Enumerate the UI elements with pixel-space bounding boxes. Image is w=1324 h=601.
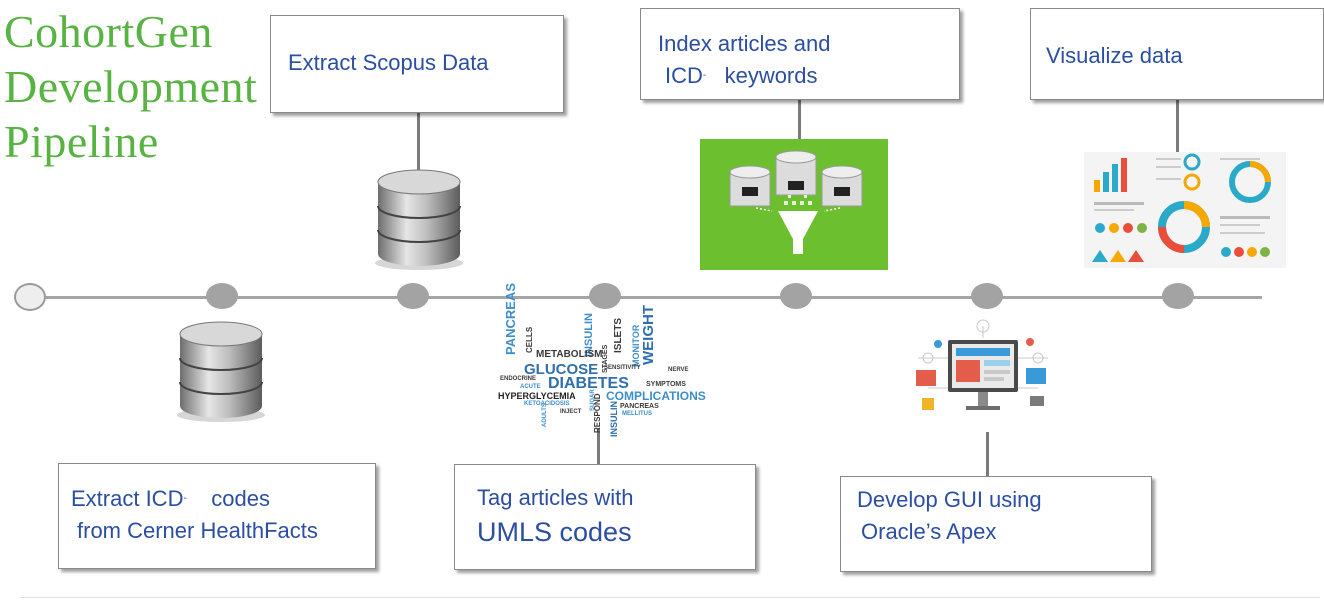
- step-index-line-1: Index articles and: [658, 31, 831, 56]
- cloud-word: INSULIN: [609, 401, 619, 437]
- timeline-node-5: [971, 283, 1003, 309]
- step-develop-gui: Develop GUI using Oracle’s Apex: [840, 476, 1152, 572]
- cloud-word: METABOLISM: [536, 349, 603, 360]
- cloud-word: COMPLICATIONS: [606, 389, 706, 403]
- title-line-1: CohortGen: [4, 6, 213, 57]
- step-extract-icd: Extract ICD- codes from Cerner HealthFac…: [58, 463, 376, 569]
- cloud-word: SYMPTOMS: [646, 381, 686, 388]
- step-visualize: Visualize data: [1030, 8, 1324, 100]
- title-line-2: Development: [4, 61, 258, 112]
- timeline-node-1: [206, 283, 238, 309]
- cloud-word: MELLITUS: [622, 411, 652, 417]
- timeline-node-2: [397, 283, 429, 309]
- cloud-word: ACUTE: [520, 384, 541, 390]
- timeline-node-6: [1162, 283, 1194, 309]
- cloud-word: WEIGHT: [640, 305, 657, 365]
- computer-gui-icon: [916, 319, 1048, 410]
- step-index-keywords: keywords: [724, 63, 818, 88]
- connector-scopus: [417, 112, 420, 172]
- cloud-word: ADULTS: [542, 403, 548, 427]
- step-tag-line-1: Tag articles with: [477, 485, 634, 510]
- step-icd-line-1: Extract ICD- codes: [71, 484, 270, 513]
- database-filter-icon: [700, 139, 888, 270]
- cloud-word: ISLETS: [613, 317, 624, 353]
- cloud-word: CELLS: [525, 326, 534, 353]
- step-tag-line-2: UMLS codes: [477, 517, 632, 547]
- step-extract-scopus-label: Extract Scopus Data: [288, 50, 489, 75]
- connector-index: [798, 97, 801, 139]
- connector-visualize: [1176, 98, 1179, 152]
- word-cloud: PANCREAS INSULIN CELLS ISLETS WEIGHT MET…: [496, 283, 708, 437]
- step-icd-line-2: from Cerner HealthFacts: [77, 518, 318, 543]
- step-gui-line-1: Develop GUI using: [857, 487, 1042, 512]
- step-icd-sup: -: [183, 493, 187, 504]
- cloud-word: PANCREAS: [503, 283, 518, 355]
- step-index-articles: Index articles and ICD- keywords: [640, 8, 960, 100]
- step-icd-codes: codes: [211, 486, 270, 511]
- timeline-node-4: [780, 283, 812, 309]
- step-tag-articles: Tag articles with UMLS codes: [454, 464, 756, 570]
- database-icon: [177, 321, 265, 422]
- cloud-word: HYPERGLYCEMIA: [498, 391, 576, 401]
- cloud-word: DIABETES: [548, 375, 629, 392]
- bottom-rule: [20, 597, 1320, 598]
- timeline-line: [40, 296, 1262, 299]
- cloud-word: SENSITIVITY: [604, 365, 641, 371]
- connector-tag: [597, 428, 600, 464]
- cloud-word: MONITOR: [631, 324, 641, 367]
- cloud-word: ENDOCRINE: [500, 376, 537, 382]
- step-index-line-2: ICD- keywords: [665, 61, 818, 90]
- timeline-start-node: [14, 283, 46, 311]
- cloud-word: PANCREAS: [620, 403, 659, 410]
- infographic-icon: [1084, 152, 1286, 268]
- cloud-word: NERVE: [668, 367, 689, 373]
- step-gui-line-2: Oracle’s Apex: [861, 519, 997, 544]
- step-index-sup: -: [702, 70, 707, 81]
- step-index-icd: ICD: [665, 63, 703, 88]
- cloud-word: GLUCOSE: [524, 361, 599, 378]
- database-icon: [375, 169, 463, 270]
- cloud-word: RESPOND: [593, 393, 602, 433]
- cloud-word: INJECT: [560, 409, 582, 415]
- diagram-title: CohortGen Development Pipeline: [4, 4, 264, 169]
- step-icd-text: Extract ICD: [71, 486, 184, 511]
- title-line-3: Pipeline: [4, 116, 159, 167]
- cloud-word: KETOACIDOSIS: [524, 401, 570, 407]
- timeline-node-3: [589, 283, 621, 309]
- step-visualize-label: Visualize data: [1046, 43, 1183, 68]
- step-extract-scopus: Extract Scopus Data: [270, 15, 564, 113]
- connector-gui: [986, 432, 989, 476]
